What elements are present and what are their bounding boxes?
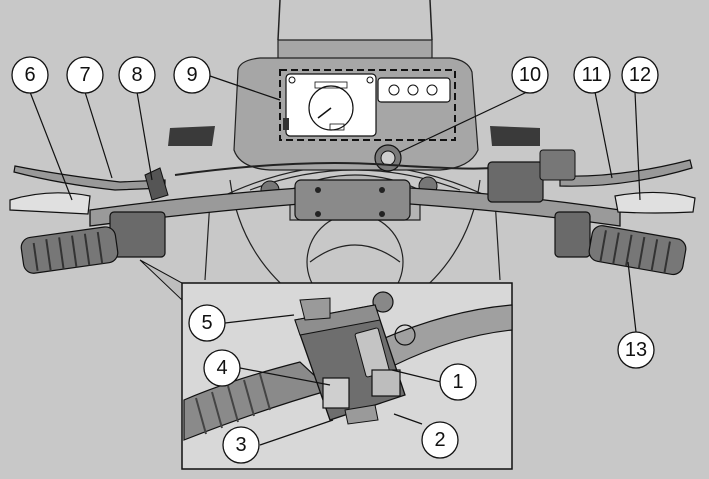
right-lever (487, 149, 696, 276)
callout-9-label: 9 (186, 64, 197, 86)
callout-7-label: 7 (79, 64, 90, 86)
callout-10: 10 (511, 56, 549, 94)
callout-2: 2 (421, 421, 459, 459)
callout-13-label: 13 (625, 339, 647, 361)
callout-13: 13 (617, 331, 655, 369)
callout-11-label: 11 (582, 64, 603, 86)
callout-1: 1 (439, 363, 477, 401)
callout-9: 9 (173, 56, 211, 94)
callout-4: 4 (203, 349, 241, 387)
callout-2-label: 2 (434, 429, 445, 451)
callouts: 6 7 8 9 10 11 12 13 5 4 3 2 1 (11, 56, 659, 464)
leader-lines (29, 75, 641, 446)
callout-10-label: 10 (519, 64, 541, 86)
callout-1-label: 1 (452, 371, 463, 393)
right-mirror-mount (490, 126, 540, 146)
callout-12-label: 12 (629, 64, 651, 86)
callout-6-label: 6 (24, 64, 35, 86)
callout-11: 11 (573, 56, 611, 94)
callout-4-label: 4 (216, 357, 227, 379)
callout-6: 6 (11, 56, 49, 94)
instrument-panel (279, 69, 456, 141)
callout-12: 12 (621, 56, 659, 94)
callout-5: 5 (188, 304, 226, 342)
left-mirror-mount (168, 126, 215, 146)
left-grip (20, 226, 119, 274)
callout-3: 3 (222, 426, 260, 464)
switch-housing (294, 297, 406, 425)
right-grip (588, 225, 687, 276)
callout-3-label: 3 (235, 434, 246, 456)
callout-5-label: 5 (201, 312, 212, 334)
callout-8: 8 (118, 56, 156, 94)
callout-8-label: 8 (131, 64, 142, 86)
callout-7: 7 (66, 56, 104, 94)
